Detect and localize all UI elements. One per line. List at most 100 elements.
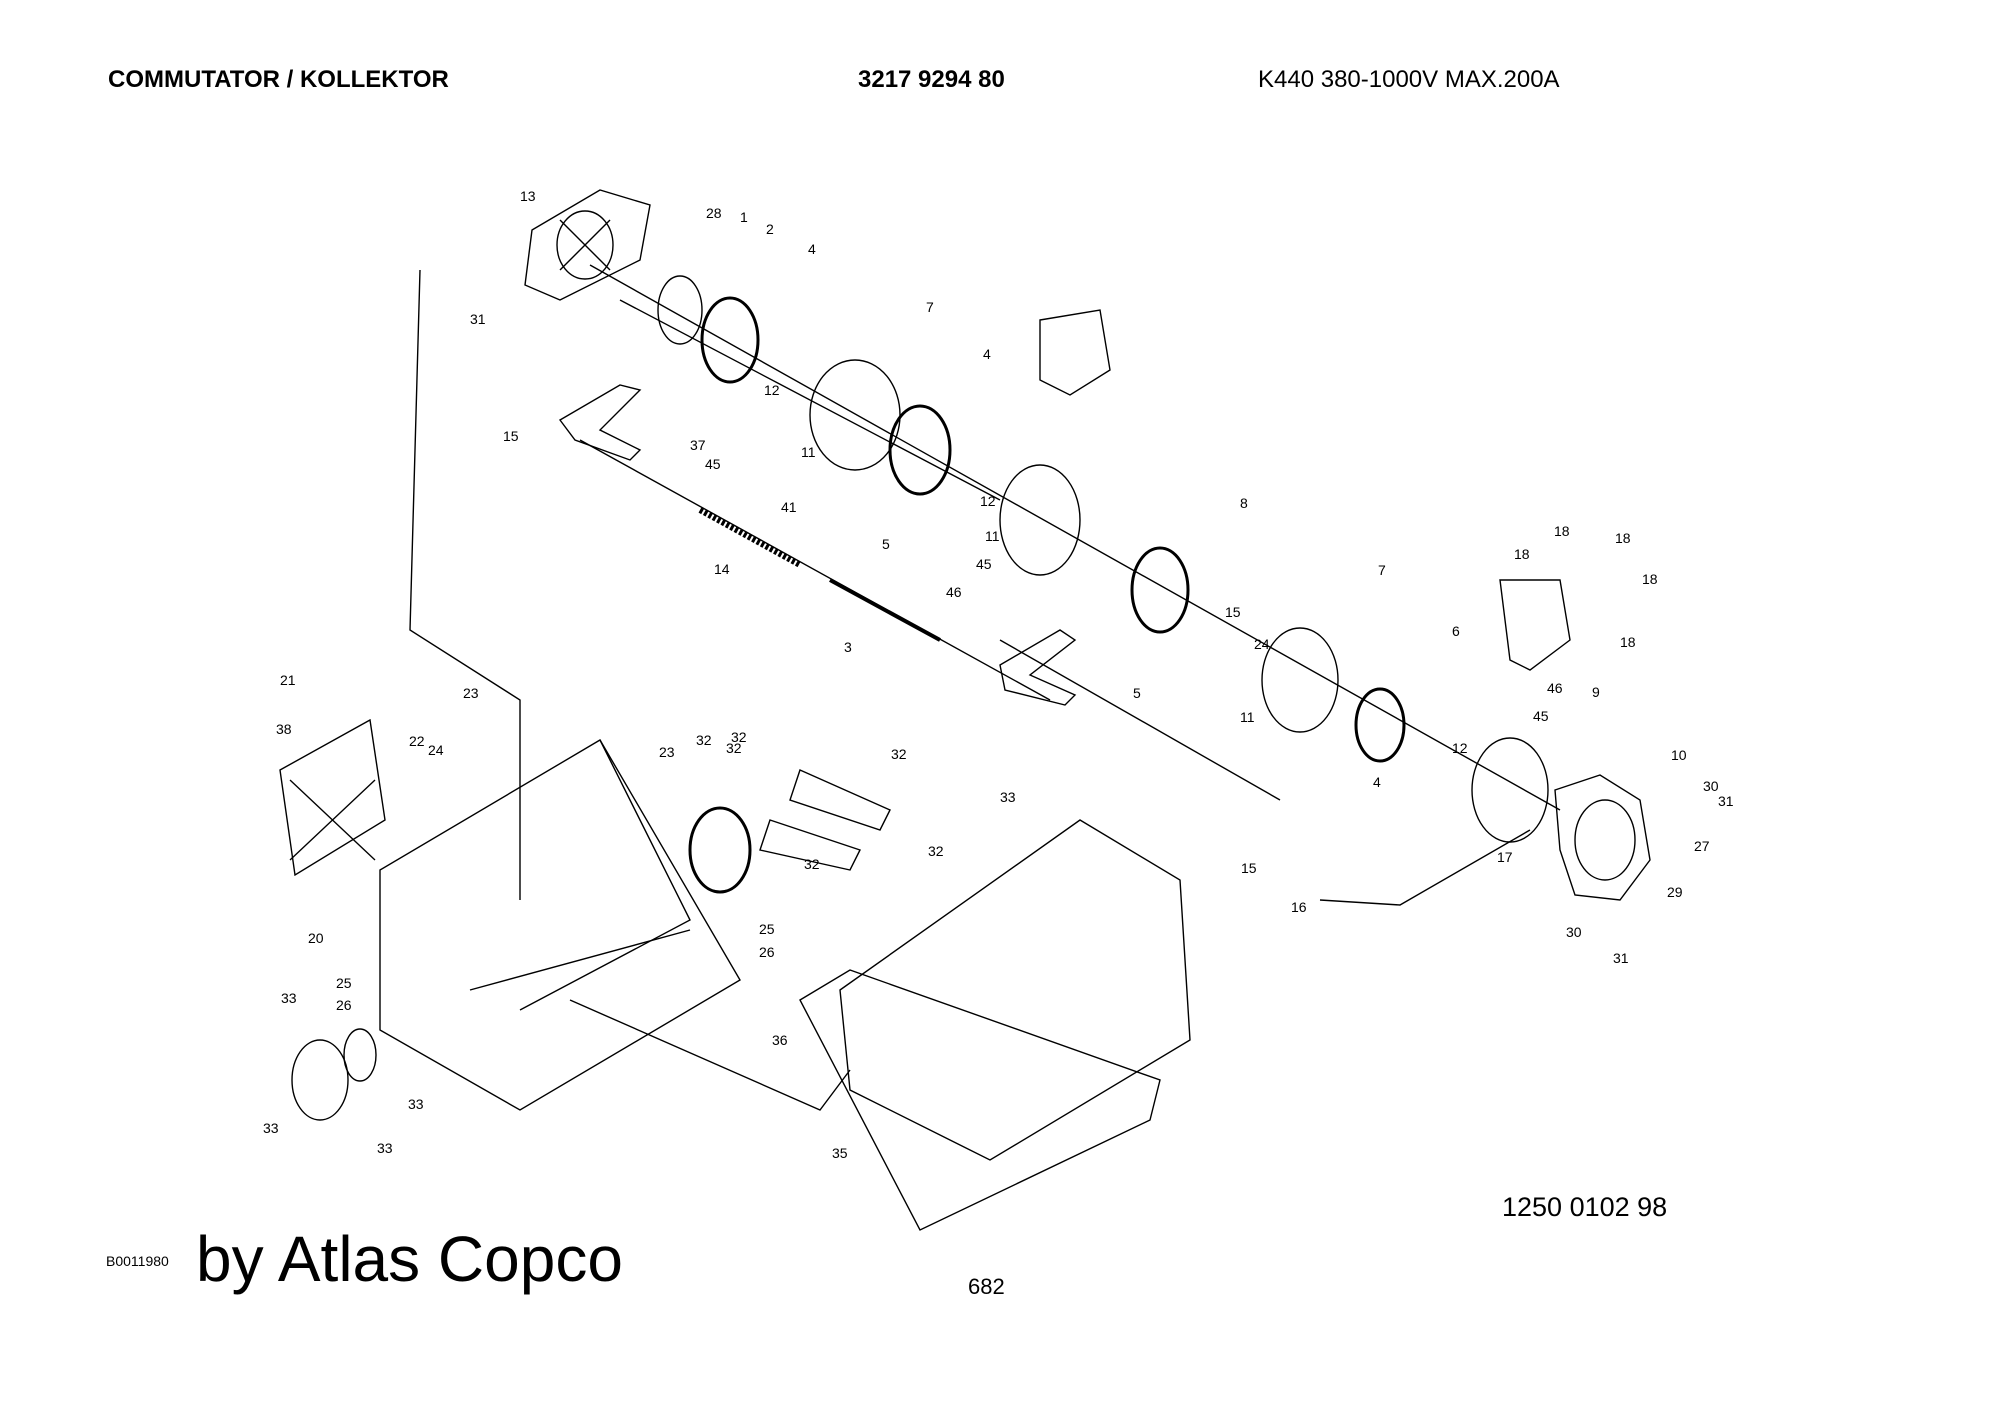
callout-number: 23 [659,744,675,760]
callout-number: 46 [1547,680,1563,696]
callout-number: 17 [1497,849,1513,865]
callout-number: 31 [470,311,486,327]
callout-number: 18 [1620,634,1636,650]
page-number: 682 [968,1274,1005,1299]
flange-41 [279,718,386,877]
drawing-code: B0011980 [106,1253,169,1269]
callout-number: 23 [463,685,479,701]
callout-number: 28 [706,205,722,221]
model-designation: K440 380-1000V MAX.200A [1258,66,1560,93]
callout-number: 25 [336,975,352,991]
brand-mark: by Atlas Copco [196,1223,623,1295]
callout-number: 6 [1452,623,1460,639]
callout-number: 46 [0,0,16,3]
callout-number: 18 [1514,546,1530,562]
callout-number: 33 [377,1140,393,1156]
shaft-3 [829,578,941,642]
part-number: 3217 9294 80 [858,66,1005,93]
callout-number: 12 [764,382,780,398]
callout-number: 5 [1133,685,1141,701]
callout-number: 32 [696,732,712,748]
brush-holder-right [1499,579,1571,671]
brush-holder-mid [999,629,1077,706]
callout-number: 4 [1373,774,1381,790]
callout-number: 7 [926,299,934,315]
callout-number: 18 [1615,530,1631,546]
callout-number: 18 [1554,523,1570,539]
callout-number: 7 [1378,562,1386,578]
spring-14 [698,507,802,568]
diagram-linework [279,189,1651,1231]
callout-number: 46 [946,584,962,600]
callout-number: 24 [1254,636,1270,652]
callout-number: 12 [1452,740,1468,756]
callout-number: 15 [1241,860,1257,876]
callout-number: 45 [1533,708,1549,724]
callout-number: 8 [1240,495,1248,511]
ring-4b [888,404,952,496]
callout-number: 45 [705,456,721,472]
callout-number: 1 [740,209,748,225]
callout-number: 11 [1240,709,1255,725]
callout-number: 15 [503,428,519,444]
callout-number: 33 [1000,789,1016,805]
disc-7a [809,359,901,471]
base-36 [799,969,1161,1231]
callout-number: 31 [1718,793,1734,809]
callout-number: 15 [1225,604,1241,620]
callout-number: 32 [731,729,747,745]
callout-number: 35 [832,1145,848,1161]
callout-number: 16 [1291,899,1307,915]
callout-number: 13 [520,188,536,204]
cover-33b [343,1028,377,1082]
callout-number: 32 [726,740,742,756]
callout-number: 4 [983,346,991,362]
callout-number: 31 [1613,950,1629,966]
drawing-reference-number: 1250 0102 98 [1502,1192,1668,1222]
callout-number: 11 [985,528,1000,544]
callout-number: 32 [891,746,907,762]
callout-number: 41 [781,499,797,515]
callout-number: 11 [801,444,816,460]
disc-b [999,464,1081,576]
callout-number: 30 [1703,778,1719,794]
callout-number: 30 [1566,924,1582,940]
callout-number: 14 [714,561,730,577]
callout-number: 36 [772,1032,788,1048]
callout-number: 21 [280,672,296,688]
callout-number: 20 [308,930,324,946]
callout-number: 33 [263,1120,279,1136]
ring-8 [1130,546,1190,634]
callout-number: 26 [336,997,352,1013]
callout-number: 27 [1694,838,1710,854]
callout-number: 32 [928,843,944,859]
brush-holder-left [558,384,642,461]
callout-number: 32 [804,856,820,872]
callout-number: 22 [409,733,425,749]
brush-holder-top [1039,309,1111,396]
callout-number: 9 [1592,684,1600,700]
callout-number: 38 [276,721,292,737]
page-title: COMMUTATOR / KOLLEKTOR [108,66,449,93]
callout-number: 10 [1671,747,1687,763]
cover-33a [291,1039,349,1121]
callout-number: 26 [759,944,775,960]
box-23 [379,739,741,1111]
cone-seal-b [759,819,861,871]
callout-number: 18 [1642,571,1658,587]
callout-number: 29 [1667,884,1683,900]
disc-9 [1471,737,1549,843]
callout-labels: 1234445567789101111111212121314151515161… [0,0,1734,1161]
callout-number: 33 [281,990,297,1006]
ring-4a [700,296,760,384]
callout-number: 33 [408,1096,424,1112]
cone-seal-a [789,769,891,831]
callout-number: 3 [844,639,852,655]
ring-1 [657,275,703,345]
callout-number: 4 [808,241,816,257]
cover-35 [839,819,1191,1161]
callout-number: 37 [690,437,706,453]
callout-number: 25 [759,921,775,937]
callout-number: 5 [882,536,890,552]
ring-4c [1354,687,1406,763]
